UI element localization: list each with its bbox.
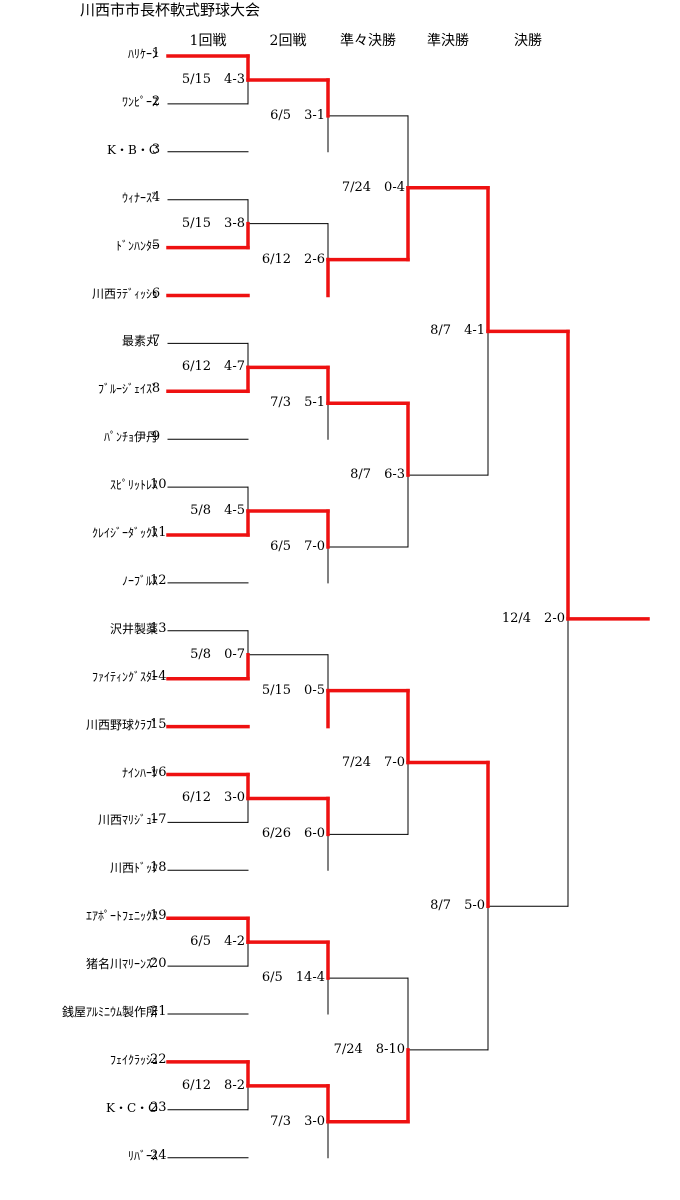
team-seed: 22 [150, 1051, 167, 1067]
team-seed: 7 [151, 333, 161, 349]
round-header-qf: 準々決勝 [340, 33, 396, 49]
match-score-r1-2: 6/12 4-7 [181, 359, 245, 375]
team-seed: 5 [151, 237, 161, 253]
team-name: 川西ﾗﾃﾞｨｯｼｭ [91, 286, 158, 301]
team-seed: 4 [151, 189, 161, 205]
team-name: ﾅｲﾝﾊｰﾂ [121, 765, 158, 780]
bracket-lines-black [167, 79, 569, 1159]
team-name: ﾉｰﾌﾞﾙｽ [121, 573, 158, 588]
round-header-2: 2回戦 [269, 33, 307, 49]
team-seed: 3 [151, 141, 161, 157]
team-name: 銭屋ｱﾙﾐﾆｳﾑ製作所 [61, 1005, 158, 1019]
team-name: ｸﾚｲｼﾞｰﾀﾞｯｸｽ [91, 526, 158, 540]
team-seed: 8 [151, 381, 161, 397]
team-name: ﾊﾘｹｰﾝ [127, 47, 158, 61]
match-score-r1-1: 5/15 3-8 [181, 215, 245, 231]
match-score-r1-4: 5/8 0-7 [190, 646, 245, 662]
team-name: ｳｨﾅｰｽﾞ [121, 190, 158, 205]
match-score-r2-4: 5/15 0-5 [261, 682, 325, 698]
page-title: 川西市市長杯軟式野球大会 [80, 1, 261, 19]
team-seed: 16 [150, 764, 167, 780]
team-seed: 10 [150, 477, 167, 493]
round-header-sf: 準決勝 [427, 33, 469, 49]
team-name: K・B・C [107, 142, 158, 157]
match-score-r2-3: 6/5 7-0 [270, 538, 325, 554]
match-score-r2-7: 7/3 3-0 [270, 1113, 325, 1129]
team-seed: 15 [150, 716, 167, 732]
team-name: 沢井製薬 [109, 621, 158, 636]
match-score-qf-0: 7/24 0-4 [341, 179, 405, 195]
team-name: K・C・O [106, 1100, 158, 1115]
team-seed: 9 [151, 429, 161, 445]
match-score-qf-2: 7/24 7-0 [341, 754, 405, 770]
match-score-r2-2: 7/3 5-1 [270, 395, 325, 411]
team-seed: 19 [150, 908, 167, 924]
match-score-qf-1: 8/7 6-3 [350, 467, 405, 483]
team-seed: 11 [150, 525, 167, 540]
match-score-final-0: 12/4 2-0 [501, 610, 565, 626]
team-name: 川西ﾄﾞｯｸ [109, 861, 158, 876]
match-score-r1-7: 6/12 8-2 [181, 1077, 245, 1093]
team-seed: 23 [150, 1099, 167, 1115]
team-name: 最素丸 [121, 334, 158, 349]
match-score-r2-0: 6/5 3-1 [270, 107, 325, 123]
team-seed: 13 [150, 620, 167, 636]
team-seed: 1 [151, 46, 161, 61]
team-seed: 24 [150, 1147, 167, 1163]
team-seed: 21 [150, 1004, 167, 1019]
team-name: 猪名川ﾏﾘｰﾝｽﾞ [85, 957, 158, 972]
team-seed: 20 [150, 956, 167, 972]
team-seed: 6 [151, 285, 161, 301]
round-header-final: 決勝 [514, 33, 542, 49]
match-score-r2-1: 6/12 2-6 [261, 251, 325, 267]
team-name: ﾌｪｲｸﾗｯｼｭ [109, 1052, 158, 1067]
match-score-r1-6: 6/5 4-2 [190, 934, 245, 950]
match-score-r1-5: 6/12 3-0 [181, 790, 245, 806]
match-score-sf-0: 8/7 4-1 [430, 323, 485, 339]
team-name: ｴｱﾎﾟｰﾄﾌｪﾆｯｸｽ [85, 909, 158, 924]
bracket-lines-winner [166, 54, 650, 1124]
team-name: ｽﾋﾟﾘｯﾄﾚｽ [109, 478, 158, 493]
team-seed: 17 [150, 812, 167, 828]
team-name: ﾊﾟﾝﾁｮ伊丹 [103, 430, 158, 445]
match-score-r1-0: 5/15 4-3 [181, 71, 245, 87]
match-score-r2-5: 6/26 6-0 [261, 826, 325, 842]
round-header-1: 1回戦 [189, 33, 227, 49]
match-score-qf-3: 7/24 8-10 [333, 1041, 405, 1057]
team-name: 川西ﾏﾘｼﾞｭｰ [97, 813, 158, 828]
team-name: 川西野球ｸﾗﾌﾞ [85, 717, 158, 732]
team-seed: 12 [150, 572, 167, 588]
team-name: ﾜﾝﾋﾟｰｽ [121, 94, 158, 109]
team-seed: 2 [151, 93, 161, 109]
match-score-r1-3: 5/8 4-5 [190, 503, 245, 519]
team-seed: 14 [150, 668, 167, 684]
match-score-sf-1: 8/7 5-0 [430, 898, 485, 914]
team-name: ﾌﾞﾙｰｼﾞｪｲｽﾞ [97, 382, 158, 397]
team-name: ﾘﾊﾞｰｽ [127, 1148, 158, 1163]
team-seed: 18 [150, 860, 167, 876]
match-score-r2-6: 6/5 14-4 [261, 970, 325, 986]
team-name: ﾌｧｲﾃｨﾝｸﾞｽﾀｰ [91, 669, 158, 684]
team-name: ﾄﾞﾝﾊﾝﾀｰ [115, 238, 158, 253]
